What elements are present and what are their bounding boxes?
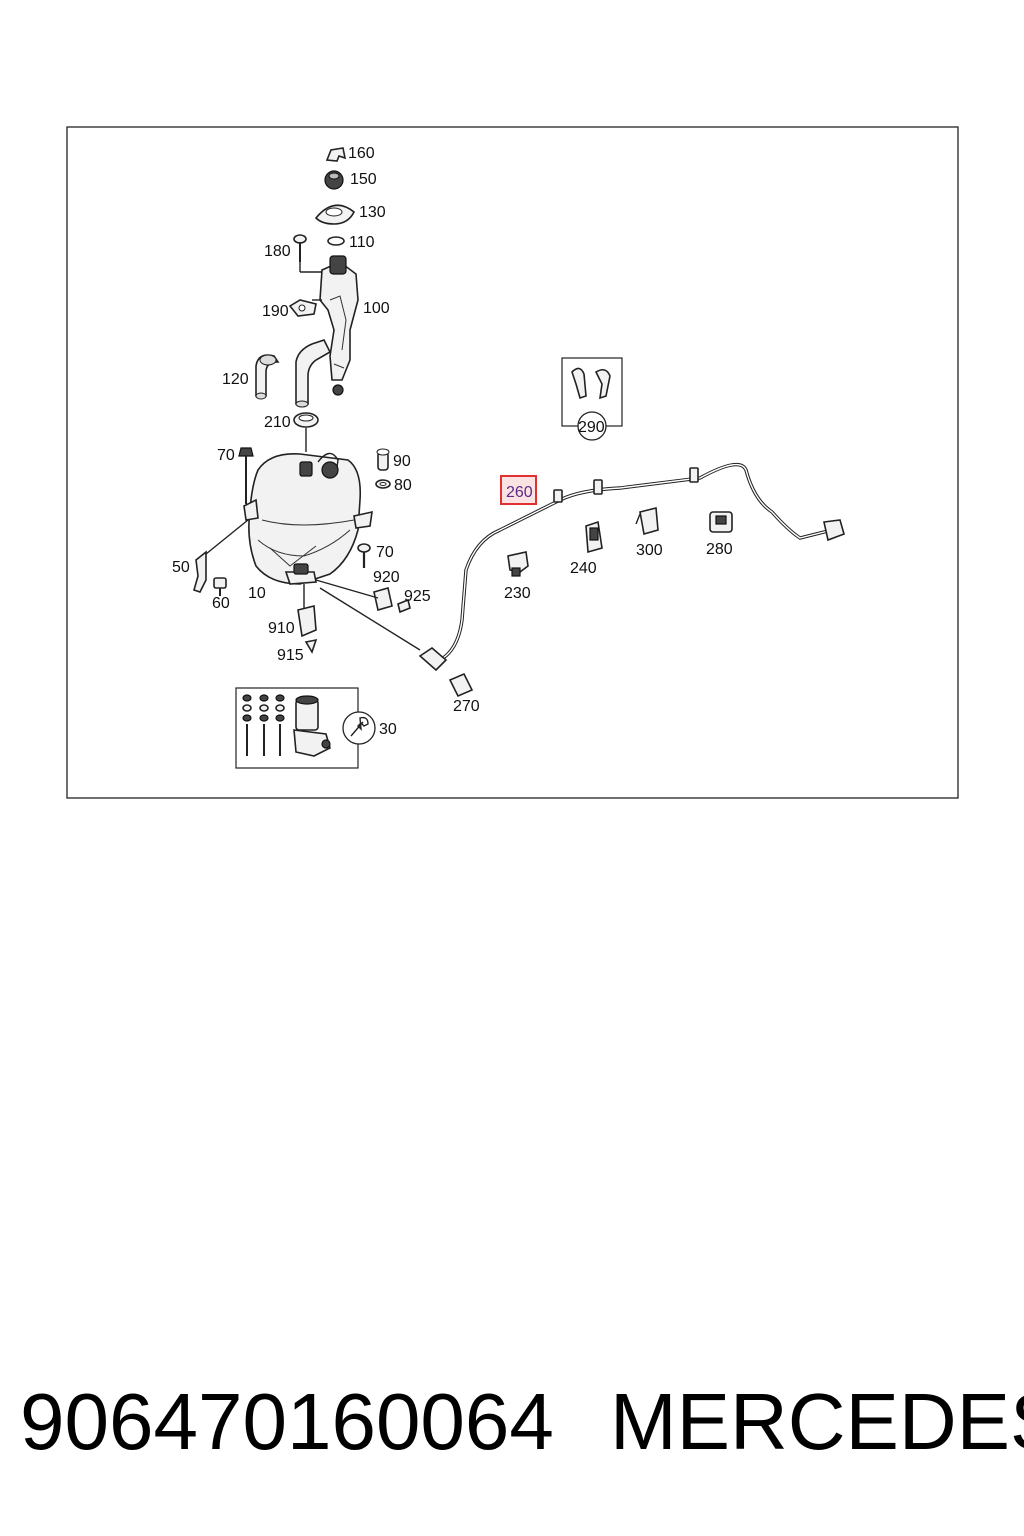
label-90: 90 [393, 453, 411, 470]
label-110: 110 [349, 234, 375, 251]
part-910-pump-connector [297, 584, 317, 638]
part-260-hose-line [418, 462, 845, 672]
label-80: 80 [394, 477, 412, 494]
label-130: 130 [359, 204, 386, 221]
label-60: 60 [212, 595, 230, 612]
label-180: 180 [264, 243, 291, 260]
kit-screws [242, 694, 285, 756]
part-70-bolt-side [357, 543, 371, 568]
part-100-filler-pipe [312, 255, 359, 396]
part-160-clip [325, 147, 347, 162]
part-10-reservoir-tank [243, 452, 373, 585]
wrench-icon [342, 711, 376, 745]
part-caption: 906470160064 MERCEDES [20, 1372, 1024, 1472]
label-10: 10 [248, 585, 266, 602]
label-70-top: 70 [217, 447, 235, 464]
part-290-clips [561, 357, 623, 441]
part-90-grommet [376, 448, 390, 471]
brand-name: MERCEDES [610, 1377, 1024, 1466]
label-100: 100 [363, 300, 390, 317]
label-120: 120 [222, 371, 249, 388]
label-290: 290 [578, 419, 605, 436]
part-30-pump-kit [235, 687, 376, 769]
part-915-plug [304, 638, 318, 654]
part-80-washer [375, 479, 391, 489]
part-number: 906470160064 [20, 1377, 554, 1466]
label-160: 160 [348, 145, 375, 162]
part-150-cap [324, 170, 344, 190]
label-150: 150 [350, 171, 377, 188]
label-30: 30 [379, 721, 397, 738]
label-190: 190 [262, 303, 289, 320]
part-pipe-lower [295, 339, 332, 408]
label-260: 260 [506, 484, 533, 501]
label-240: 240 [570, 560, 597, 577]
part-110-o-ring [327, 236, 345, 246]
part-240-holder [585, 520, 603, 554]
diagram-frame [66, 126, 959, 799]
label-280: 280 [706, 541, 733, 558]
label-925: 925 [404, 588, 431, 605]
part-920-connector [315, 579, 393, 612]
label-920: 920 [373, 569, 400, 586]
part-60-bolt [213, 577, 227, 596]
part-270-sleeve [448, 672, 474, 698]
part-120-elbow-hose [255, 354, 280, 400]
label-50: 50 [172, 559, 190, 576]
label-270: 270 [453, 698, 480, 715]
label-70-side: 70 [376, 544, 394, 561]
part-50-bracket [193, 519, 249, 593]
label-300: 300 [636, 542, 663, 559]
label-910: 910 [268, 620, 295, 637]
part-230-clip [507, 551, 529, 577]
label-210: 210 [264, 414, 291, 431]
part-180-screw [293, 234, 326, 273]
label-230: 230 [504, 585, 531, 602]
part-190-nut [288, 299, 317, 317]
part-300-holder [635, 506, 659, 536]
label-915: 915 [277, 647, 304, 664]
part-leader-to-hose [319, 587, 421, 651]
part-210-ring [293, 412, 319, 452]
kit-pump [293, 695, 331, 757]
part-280-holder [709, 511, 733, 533]
part-130-seal [314, 204, 356, 225]
highlight-260 [500, 475, 537, 505]
part-925-plug [397, 598, 411, 614]
part-70-bolt-top [238, 447, 254, 504]
